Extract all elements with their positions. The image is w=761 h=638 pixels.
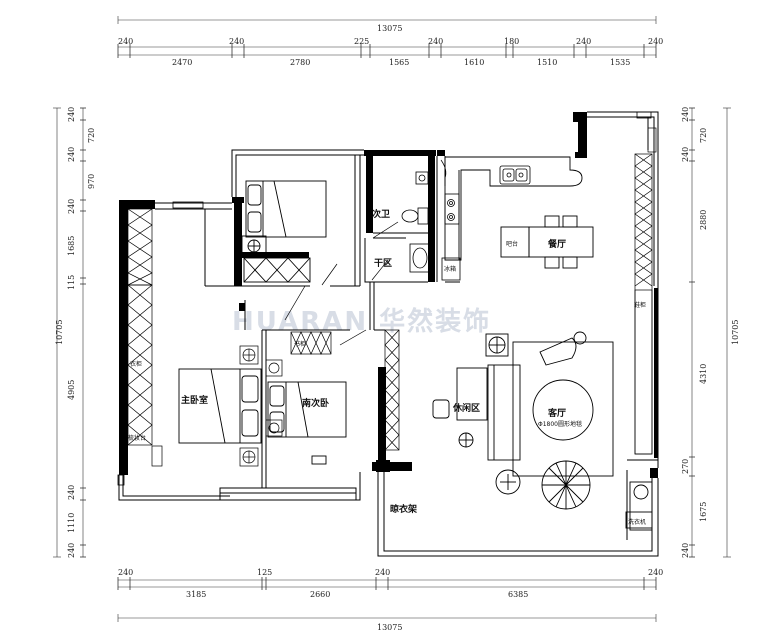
dim-left-11: 240 — [67, 543, 76, 558]
dim-right-3: 240 — [681, 147, 690, 162]
bar-counter-label: 吧台 — [506, 240, 518, 248]
dim-right-5: 4310 — [699, 364, 708, 384]
room-master-bedroom: 主卧室 — [181, 394, 208, 406]
dim-bottom-row2-1: 3185 — [186, 590, 206, 599]
right-dimensions — [689, 107, 731, 558]
dim-left-total: 10705 — [55, 320, 64, 345]
shoe-cabinet-label: 鞋柜 — [634, 301, 646, 309]
walls — [119, 112, 658, 478]
fridge — [441, 257, 461, 281]
bookcase-label: 书柜 — [294, 340, 306, 348]
south-bookcase — [290, 329, 400, 451]
dim-top-4: 240 — [428, 37, 443, 46]
dim-bottom-total: 13075 — [377, 623, 402, 632]
room-south-second-bedroom: 南次卧 — [302, 397, 329, 409]
dim-top-total: 13075 — [377, 24, 402, 33]
carpet-label: Φ1800圆形地毯 — [538, 420, 582, 428]
dim-right-2: 720 — [699, 128, 708, 143]
top-dimensions — [117, 16, 657, 58]
washer-label: 洗衣机 — [628, 518, 646, 526]
dim-left-5: 240 — [67, 199, 76, 214]
room-dining: 餐厅 — [547, 238, 566, 250]
dim-right-total: 10705 — [731, 320, 740, 345]
dim-right-8: 240 — [681, 543, 690, 558]
dim-right-1: 240 — [681, 107, 690, 122]
dim-bottom-2: 125 — [257, 568, 272, 577]
fridge-label: 冰箱 — [444, 265, 456, 273]
dim-left-1: 240 — [67, 107, 76, 122]
dim-left-6: 1685 — [67, 236, 76, 256]
dim-left-4: 970 — [87, 174, 96, 189]
vanity-label: 梳妆台 — [128, 434, 146, 442]
dim-right-7: 1675 — [699, 502, 708, 522]
dim-top-row2-6: 1535 — [610, 58, 630, 67]
windows — [117, 111, 652, 486]
bath-fixtures — [401, 171, 431, 273]
dim-bottom-4: 240 — [648, 568, 663, 577]
bottom-dimensions — [117, 577, 657, 622]
cooktop — [444, 193, 460, 225]
nightstand-lamps — [239, 345, 283, 467]
room-dry-area: 干区 — [374, 258, 392, 269]
dining-table — [500, 215, 594, 269]
south-bed — [267, 381, 347, 465]
living-room-furniture — [495, 331, 653, 531]
dim-top-row2-1: 2470 — [172, 58, 192, 67]
dim-right-4: 2880 — [699, 210, 708, 230]
dim-top-row2-5: 1510 — [537, 58, 557, 67]
room-leisure-area: 休闲区 — [452, 402, 480, 414]
master-wardrobe — [127, 208, 163, 467]
dim-top-1: 240 — [118, 37, 133, 46]
upper-bed — [241, 180, 327, 283]
dim-left-2: 720 — [87, 128, 96, 143]
wardrobe-label: 衣柜 — [130, 360, 142, 368]
left-dimensions — [53, 107, 86, 558]
living-cabinet — [634, 127, 657, 455]
dim-top-row2-3: 1565 — [389, 58, 409, 67]
dim-bottom-row2-3: 6385 — [508, 590, 528, 599]
dim-left-10: 1110 — [67, 513, 76, 533]
room-clothes-rack: 晾衣架 — [390, 503, 417, 515]
doors — [284, 159, 447, 346]
watermark: HUARAN 华然装饰 — [232, 306, 491, 337]
dim-top-6: 240 — [576, 37, 591, 46]
room-second-bath: 次卫 — [372, 208, 390, 220]
dim-top-3: 225 — [354, 37, 369, 46]
dim-bottom-1: 240 — [118, 568, 133, 577]
dim-bottom-3: 240 — [375, 568, 390, 577]
kitchen-sink — [499, 165, 531, 185]
dim-top-2: 240 — [229, 37, 244, 46]
dim-right-6: 270 — [681, 459, 690, 474]
dim-left-8: 4905 — [67, 380, 76, 400]
dim-top-7: 240 — [648, 37, 663, 46]
dim-left-7: 115 — [67, 275, 76, 290]
dim-top-row2-4: 1610 — [464, 58, 484, 67]
room-living-room: 客厅 — [547, 407, 566, 419]
dim-left-9: 240 — [67, 485, 76, 500]
dim-bottom-row2-2: 2660 — [310, 590, 330, 599]
dim-top-row2-2: 2780 — [290, 58, 310, 67]
dim-left-3: 240 — [67, 147, 76, 162]
dim-top-5: 180 — [504, 37, 519, 46]
master-bed — [178, 368, 262, 444]
